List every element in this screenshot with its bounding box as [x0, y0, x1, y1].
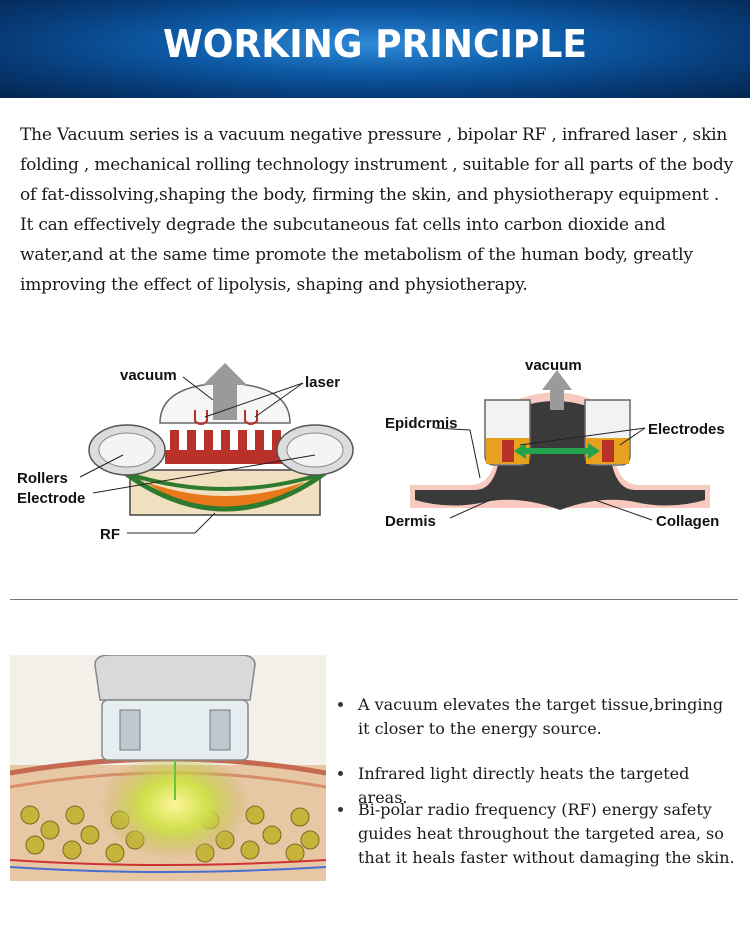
rf-current-arrow [514, 443, 600, 459]
label-dermis: Dermis [385, 513, 436, 530]
label-laser: laser [305, 374, 340, 391]
benefit-item: Bi-polar radio frequency (RF) energy saf… [338, 798, 738, 870]
section-divider [10, 599, 738, 600]
intro-paragraph: The Vacuum series is a vacuum negative p… [20, 125, 734, 295]
laser-emitter-1 [194, 410, 208, 425]
label-rf: RF [100, 526, 120, 543]
label-vacuum-right: vacuum [525, 357, 582, 374]
laser-emitter-2 [244, 410, 258, 425]
header-banner: WORKING PRINCIPLE [0, 0, 750, 98]
bullet-dot [338, 771, 343, 776]
roller-diagram: vacuum laser Rollers Electrode RF [17, 363, 354, 543]
rf-field-upper [124, 471, 326, 491]
label-electrode: Electrode [17, 490, 85, 507]
bullet-dot [338, 702, 343, 707]
electrode-left [502, 440, 514, 462]
benefit-item: A vacuum elevates the target tissue,brin… [338, 693, 738, 741]
rf-field [123, 470, 327, 512]
page-title: WORKING PRINCIPLE [162, 22, 588, 66]
bullet-dot [338, 807, 343, 812]
handpiece-top [94, 655, 256, 701]
label-rollers: Rollers [17, 470, 68, 487]
label-collagen: Collagen [656, 513, 719, 530]
benefit-item: Infrared light directly heats the target… [338, 762, 738, 810]
label-vacuum: vacuum [120, 367, 177, 384]
dermis-beads [415, 401, 705, 510]
label-electrodes: Electrodes [648, 421, 725, 438]
label-epidermis: Epidcrmis [385, 415, 458, 432]
vacuum-arrow-right [542, 370, 572, 410]
electrode-right [602, 440, 614, 462]
skin-fold-diagram: vacuum Epidcrmis Electrodes Dermis Colla… [385, 357, 725, 530]
device-treatment-illustration [10, 655, 326, 881]
electrode-comb [165, 430, 295, 464]
